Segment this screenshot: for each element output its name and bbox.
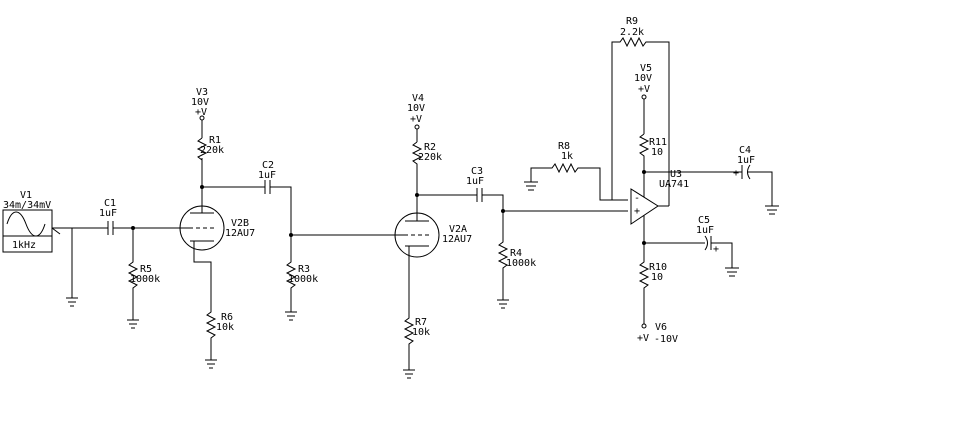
r8-value: 1k — [561, 151, 573, 162]
v4-value: 10V — [407, 103, 425, 114]
v1-freq: 1kHz — [12, 240, 36, 251]
resistor-r9 — [611, 36, 670, 206]
c2-ref: C2 — [262, 160, 274, 171]
r1-ref: R1 — [209, 135, 221, 146]
u3-ref: U3 — [670, 169, 682, 180]
v5-ref: V5 — [640, 63, 652, 74]
resistor-r4 — [497, 211, 509, 309]
r6-value: 10k — [216, 322, 234, 333]
resistor-r2 — [411, 141, 423, 195]
v6-value: -10V — [654, 334, 678, 345]
resistor-r6 — [205, 300, 217, 369]
r2-value: 220k — [418, 152, 442, 163]
resistor-r8 — [524, 162, 628, 201]
r3-ref: R3 — [298, 264, 310, 275]
v3-symbol: +V — [195, 107, 207, 118]
v1-ref: V1 — [20, 190, 32, 201]
c4-value: 1uF — [737, 155, 755, 166]
c3-ref: C3 — [471, 166, 483, 177]
v2a-ref: V2A — [449, 224, 467, 235]
supply-v3 — [199, 115, 205, 138]
supply-v6 — [641, 323, 647, 329]
r4-ref: R4 — [510, 248, 522, 259]
v3-value: 10V — [191, 97, 209, 108]
resistor-r3 — [285, 235, 297, 321]
opamp-plus: + — [634, 206, 640, 217]
r4-value: 1000k — [506, 258, 536, 269]
capacitor-c3 — [417, 188, 504, 211]
r2-ref: R2 — [424, 142, 436, 153]
c5-ref: C5 — [698, 215, 710, 226]
supply-v4 — [414, 124, 420, 142]
resistor-r5 — [127, 228, 139, 329]
source-v1 — [2, 209, 78, 307]
u3-value: UA741 — [659, 179, 689, 190]
r5-value: 1000k — [130, 274, 160, 285]
r10-value: 10 — [651, 272, 663, 283]
v1-value: 34m/34mV — [3, 200, 51, 211]
r7-ref: R7 — [415, 317, 427, 328]
v2a-value: 12AU7 — [442, 234, 472, 245]
opamp-u3 — [503, 172, 669, 243]
c3-value: 1uF — [466, 176, 484, 187]
capacitor-c2 — [202, 180, 292, 235]
c2-value: 1uF — [258, 170, 276, 181]
v5-value: 10V — [634, 73, 652, 84]
capacitor-c1 — [72, 221, 133, 235]
c5-value: 1uF — [696, 225, 714, 236]
v5-symbol: +V — [638, 84, 650, 95]
supply-v5 — [641, 94, 647, 134]
resistor-r11 — [638, 133, 650, 172]
r11-value: 10 — [651, 147, 663, 158]
r1-value: 220k — [200, 145, 224, 156]
r9-ref: R9 — [626, 16, 638, 27]
r11-ref: R11 — [649, 137, 667, 148]
capacitor-c4 — [644, 164, 779, 215]
c4-ref: C4 — [739, 145, 751, 156]
v3-ref: V3 — [196, 87, 208, 98]
v4-ref: V4 — [412, 93, 424, 104]
capacitor-c5 — [644, 235, 739, 277]
r5-ref: R5 — [140, 264, 152, 275]
c5-polarity: + — [713, 244, 719, 255]
r7-value: 10k — [412, 327, 430, 338]
r3-value: 1000k — [288, 274, 318, 285]
v6-symbol: +V — [637, 333, 649, 344]
v4-symbol: +V — [410, 114, 422, 125]
r8-ref: R8 — [558, 141, 570, 152]
r10-ref: R10 — [649, 262, 667, 273]
c1-value: 1uF — [99, 208, 117, 219]
r9-value: 2.2k — [620, 27, 644, 38]
c4-polarity: + — [733, 168, 739, 179]
resistor-r10 — [638, 243, 650, 324]
v2b-ref: V2B — [231, 218, 249, 229]
resistor-r1 — [196, 137, 208, 187]
resistor-r7 — [403, 312, 415, 379]
c1-ref: C1 — [104, 198, 116, 209]
triode-v2b — [133, 158, 225, 300]
opamp-minus: - — [634, 193, 640, 204]
v2b-value: 12AU7 — [225, 228, 255, 239]
r6-ref: R6 — [221, 312, 233, 323]
v6-ref: V6 — [655, 322, 667, 333]
